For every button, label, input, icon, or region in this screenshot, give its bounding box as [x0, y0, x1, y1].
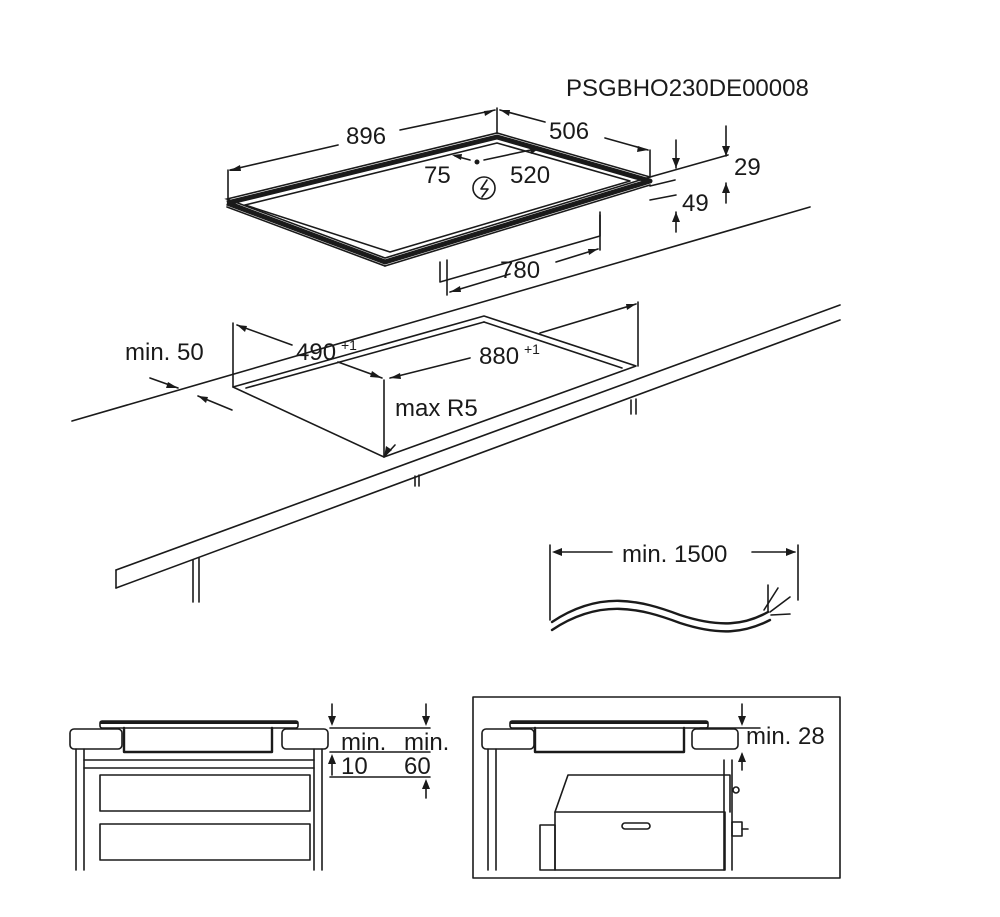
- min-label-a: min.: [341, 729, 386, 756]
- cutout-depth-tolerance: +1: [341, 337, 357, 353]
- hob-width-label: 896: [346, 123, 386, 150]
- min-value-b: 60: [404, 753, 431, 780]
- cutout-depth-label: 490: [296, 339, 336, 366]
- hob-underside-width-label: 780: [500, 257, 540, 284]
- min-oven-gap-label: min. 28: [746, 723, 825, 750]
- cutout-width-label: 880: [479, 343, 519, 370]
- cutout-dimensions: [149, 303, 637, 458]
- hob-thickness-total-label: 49: [682, 190, 709, 217]
- cutout-opening: [232, 301, 639, 458]
- cutout-width-tolerance: +1: [524, 341, 540, 357]
- hob-appliance: [224, 132, 653, 296]
- hob-thickness-top-label: 29: [734, 154, 761, 181]
- cable-min-length-label: min. 1500: [622, 541, 727, 568]
- power-connection-icon: [472, 159, 496, 200]
- connection-position-label: 520: [510, 162, 550, 189]
- section-oven-cabinet: [472, 696, 841, 879]
- min-value-a: 10: [341, 753, 368, 780]
- hob-depth-label: 506: [549, 118, 589, 145]
- worktop: [71, 206, 841, 603]
- dimension-arrowheads: [166, 110, 796, 556]
- document-code: PSGBHO230DE00008: [566, 75, 809, 102]
- section-drawer-cabinet: [69, 703, 431, 871]
- min-front-distance-label: min. 50: [125, 339, 204, 366]
- min-label-b: min.: [404, 729, 449, 756]
- connection-offset-label: 75: [424, 162, 451, 189]
- power-cable: [549, 544, 799, 633]
- corner-radius-label: max R5: [395, 395, 478, 422]
